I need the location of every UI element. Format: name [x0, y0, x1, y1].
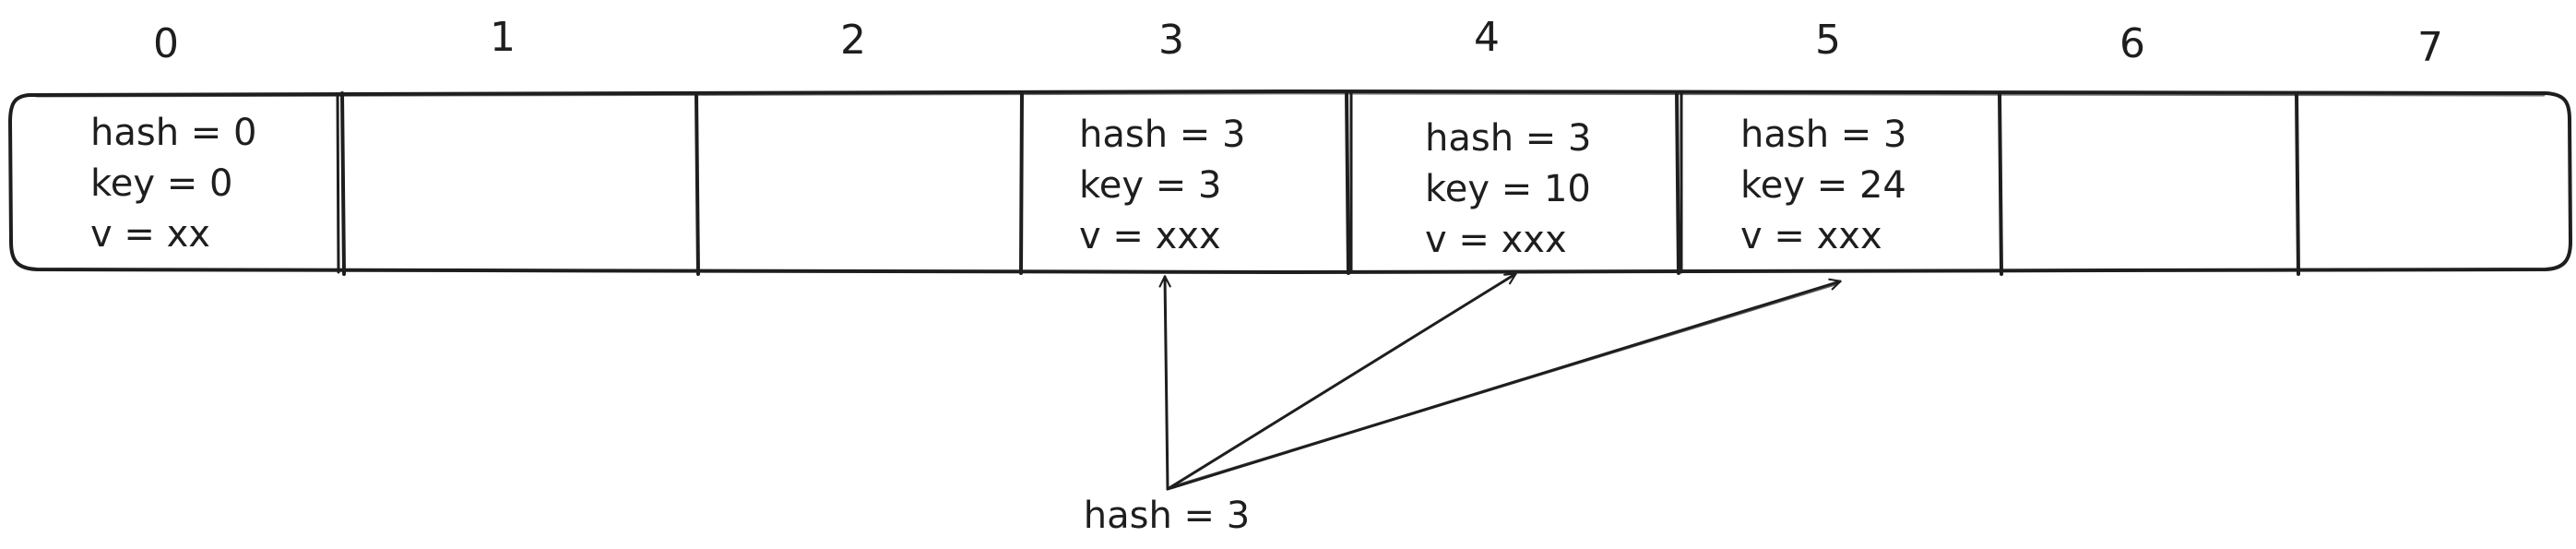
bucket-array [8, 89, 2572, 276]
bucket-5-entry: hash = 3 key = 24 v = xxx [1740, 113, 1906, 257]
probe-hash-label: hash = 3 [1084, 495, 1250, 537]
bucket-5-value: v = xxx [1740, 215, 1882, 257]
index-label-5: 5 [1815, 17, 1841, 64]
index-label-7: 7 [2417, 24, 2443, 71]
cell-divider-3 [1019, 90, 1024, 275]
index-label-1: 1 [490, 14, 516, 61]
bucket-3-key: key = 3 [1079, 164, 1221, 207]
bucket-0-entry: hash = 0 key = 0 v = xx [90, 112, 256, 256]
index-label-3: 3 [1158, 17, 1184, 64]
bucket-4-value: v = xxx [1425, 219, 1567, 261]
index-label-2: 2 [840, 17, 866, 64]
cell-divider-4 [1345, 90, 1350, 275]
bucket-array-outline [8, 89, 2572, 274]
cell-divider-1 [340, 91, 346, 276]
bucket-4-hash: hash = 3 [1425, 117, 1591, 160]
bucket-0-value: v = xx [90, 213, 210, 256]
bucket-3-entry: hash = 3 key = 3 v = xxx [1079, 113, 1245, 257]
arrow-to-bucket-4 [1166, 272, 1517, 491]
arrow-to-bucket-5-sketch [1169, 282, 1837, 489]
bucket-4-key: key = 10 [1425, 168, 1591, 210]
bucket-5-hash: hash = 3 [1740, 113, 1906, 156]
bucket-3-value: v = xxx [1079, 215, 1221, 257]
cell-divider-6 [1998, 91, 2003, 276]
bucket-4-entry: hash = 3 key = 10 v = xxx [1425, 117, 1591, 261]
index-label-0: 0 [153, 20, 179, 67]
cell-divider-5 [1675, 90, 1680, 275]
cell-divider-7 [2295, 91, 2300, 276]
bucket-0-key: key = 0 [90, 162, 232, 205]
index-label-6: 6 [2119, 20, 2145, 67]
cell-divider-2 [694, 91, 700, 276]
index-labels: 0 1 2 3 4 5 6 7 [153, 14, 2443, 71]
arrow-to-bucket-3 [1158, 275, 1171, 491]
bucket-0-hash: hash = 0 [90, 112, 256, 154]
index-label-4: 4 [1474, 14, 1500, 61]
bucket-5-key: key = 24 [1740, 164, 1906, 207]
bucket-array-outline-sketch [35, 91, 2546, 98]
bucket-3-hash: hash = 3 [1079, 113, 1245, 156]
probe-arrows [1158, 272, 1842, 491]
